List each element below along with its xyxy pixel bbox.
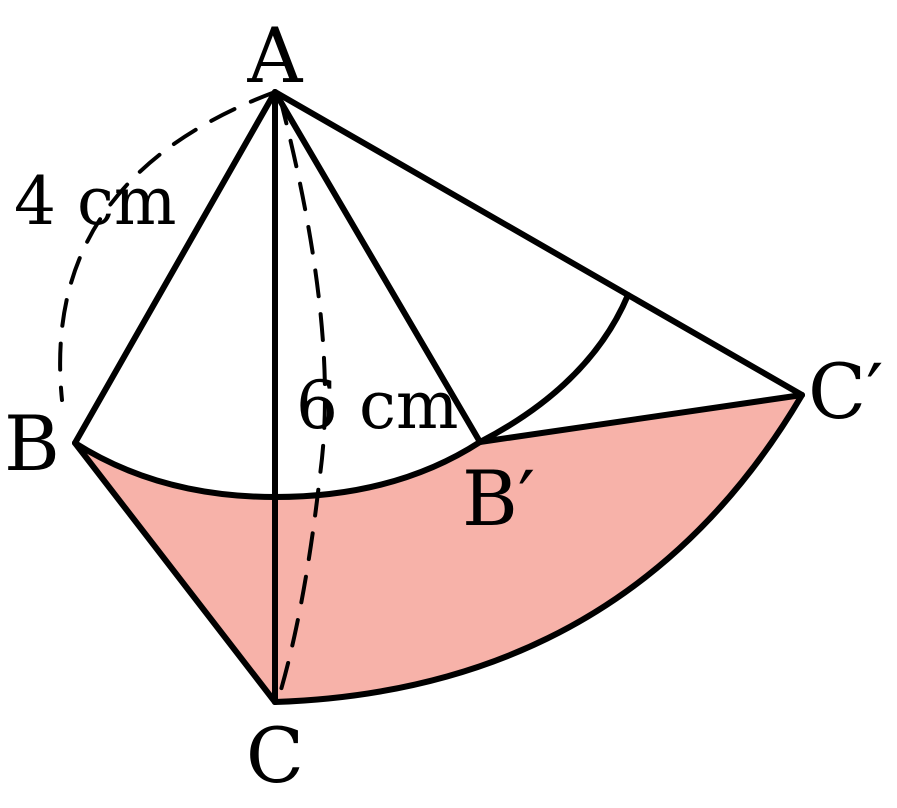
label-ab-length: 4 cm xyxy=(14,163,177,240)
arc-b-prime-continuation xyxy=(477,292,631,445)
label-point-a: A xyxy=(247,11,304,100)
shaded-region xyxy=(78,395,802,702)
segment-bc xyxy=(72,440,278,705)
arc-c-to-c-prime xyxy=(272,392,805,705)
label-ac-length: 6 cm xyxy=(296,367,459,444)
dashed-arc-ab xyxy=(58,90,277,402)
arc-b-to-b-prime xyxy=(72,439,483,500)
segment-ab xyxy=(72,89,278,446)
label-point-c-prime: C′ xyxy=(808,347,883,436)
segment-ac-prime xyxy=(272,89,805,398)
label-point-b-prime: B′ xyxy=(462,454,535,543)
label-point-b: B xyxy=(4,399,60,488)
label-point-c: C xyxy=(246,711,304,800)
segment-ab-prime xyxy=(272,89,483,445)
segment-b-prime-c-prime xyxy=(477,392,805,445)
dashed-arc-ac xyxy=(276,96,327,702)
